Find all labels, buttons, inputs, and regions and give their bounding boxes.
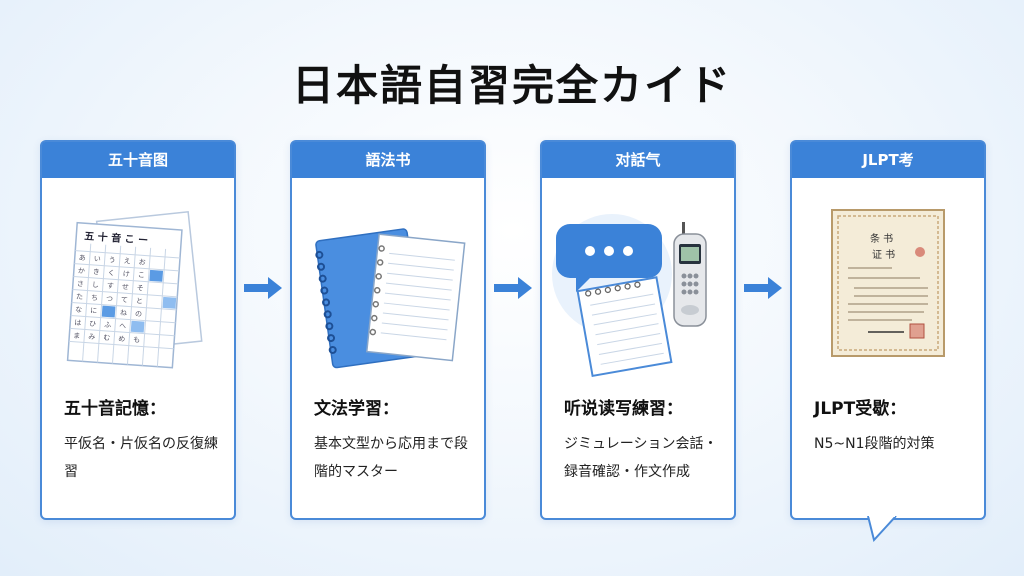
svg-text:む: む xyxy=(103,334,111,342)
svg-text:に: に xyxy=(90,307,98,315)
step-desc-1: 平仮名・片仮名の反復練習 xyxy=(64,436,218,480)
svg-text:う: う xyxy=(108,256,116,264)
arrow-icon-2 xyxy=(494,277,532,299)
cert-label-2: 证 书 xyxy=(872,249,895,261)
step-header-4: JLPT考 xyxy=(792,142,984,178)
svg-text:つ: つ xyxy=(106,295,114,303)
svg-text:て: て xyxy=(121,296,129,304)
svg-text:く: く xyxy=(108,269,116,277)
recorder-icon xyxy=(673,222,707,327)
step-card-4: JLPT考 条 书 证 书 JLPT受歇： N5~N1段階的対策 xyxy=(790,140,986,520)
svg-text:も: も xyxy=(133,336,141,344)
step-header-1: 五十音图 xyxy=(42,142,234,178)
speech-bubble-icon xyxy=(552,214,707,378)
svg-text:め: め xyxy=(118,335,126,343)
svg-text:お: お xyxy=(138,258,146,266)
svg-text:け: け xyxy=(122,270,130,278)
svg-text:し: し xyxy=(92,281,100,289)
page-title: 日本語自習完全カイド xyxy=(291,61,732,110)
step-title-3: 听说读写練習： xyxy=(564,399,683,419)
svg-text:か: か xyxy=(78,267,86,275)
step-header-3: 对話气 xyxy=(542,142,734,178)
step-title-4: JLPT受歇： xyxy=(814,399,907,419)
svg-text:ね: ね xyxy=(120,309,128,317)
svg-text:と: と xyxy=(136,297,144,305)
kana-chart-icon: あいうえお かきくけこ さしすせそ たちつてと なにねの はひふへ まみむめも … xyxy=(66,210,203,369)
svg-text:い: い xyxy=(93,255,101,263)
arrow-icon-1 xyxy=(244,277,282,299)
step-header-2: 語法书 xyxy=(292,142,484,178)
step-title-2: 文法学習： xyxy=(314,399,399,419)
svg-text:せ: せ xyxy=(122,283,130,291)
svg-text:き: き xyxy=(93,268,101,276)
svg-text:さ: さ xyxy=(77,280,85,288)
callout-tail xyxy=(867,516,897,542)
cert-label-1: 条 书 xyxy=(870,232,893,245)
step-desc-4: N5~N1段階的対策 xyxy=(814,436,935,452)
step-title-1: 五十音記憶： xyxy=(64,399,166,419)
svg-text:ま: ま xyxy=(73,332,81,340)
svg-text:ち: ち xyxy=(91,294,99,302)
step-card-3: 对話气 xyxy=(540,140,736,520)
kana-sheet-label: 五 十 音 こ ー xyxy=(84,229,149,246)
svg-text:へ: へ xyxy=(119,322,127,330)
svg-text:ふ: ふ xyxy=(104,321,112,329)
arrow-icon-3 xyxy=(744,277,782,299)
svg-text:な: な xyxy=(75,306,83,314)
svg-text:こ: こ xyxy=(137,271,145,279)
step-desc-3: ジミュレーション会話・録音確認・作文作成 xyxy=(564,436,718,480)
step-desc-2: 基本文型から応用まで段階的マスター xyxy=(314,436,468,480)
svg-text:は: は xyxy=(74,319,82,327)
svg-text:の: の xyxy=(135,310,143,318)
svg-text:そ: そ xyxy=(137,284,145,292)
certificate-icon: 条 书 证 书 xyxy=(831,209,945,357)
step-card-1: 五十音图 あいうえお かきくけこ さしすせそ た xyxy=(40,140,236,520)
svg-text:ひ: ひ xyxy=(89,320,97,328)
svg-text:み: み xyxy=(88,333,96,341)
step-card-2: 語法书 文法学習： 基本文型か xyxy=(290,140,486,520)
svg-text:た: た xyxy=(76,293,84,301)
svg-text:す: す xyxy=(107,282,115,290)
svg-text:あ: あ xyxy=(78,254,86,262)
notebook-icon xyxy=(315,228,466,369)
svg-text:え: え xyxy=(123,257,131,265)
